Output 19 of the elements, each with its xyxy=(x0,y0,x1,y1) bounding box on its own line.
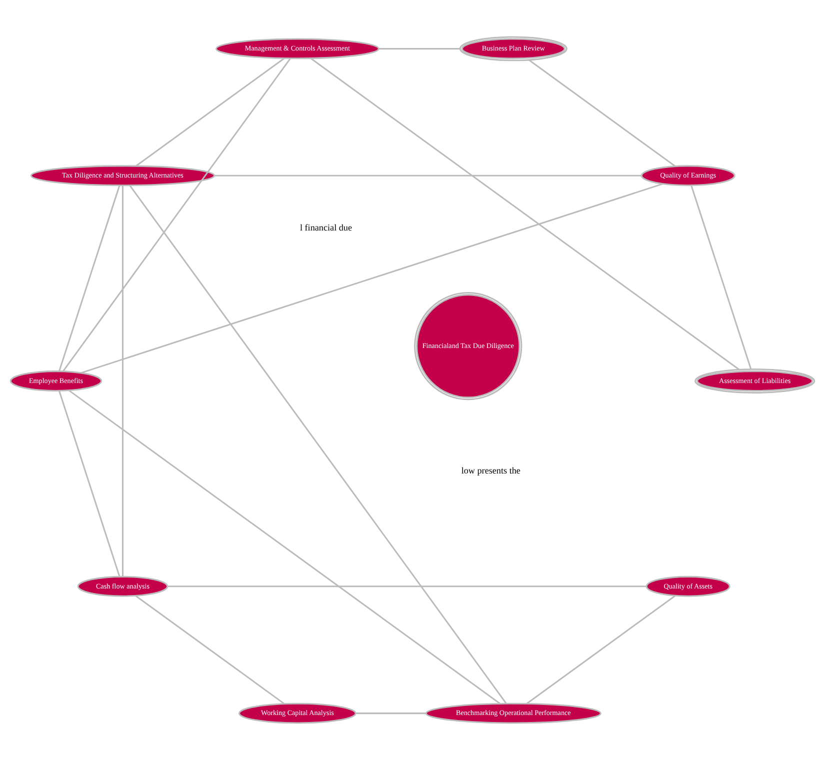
connector xyxy=(526,595,676,704)
connector xyxy=(62,58,292,372)
connector xyxy=(167,586,647,588)
label: low presents the xyxy=(461,465,520,476)
connector xyxy=(80,183,664,374)
connector xyxy=(214,174,642,176)
connector xyxy=(528,59,676,167)
connector xyxy=(122,185,124,577)
label: l financial due xyxy=(300,222,352,232)
connector xyxy=(378,48,460,50)
connector xyxy=(68,390,501,704)
connector xyxy=(310,58,740,370)
connector xyxy=(58,185,120,372)
connector xyxy=(690,185,752,370)
connector xyxy=(356,712,426,714)
connector xyxy=(129,184,507,704)
connector xyxy=(135,595,285,704)
connector xyxy=(58,390,120,577)
connector xyxy=(136,58,285,167)
